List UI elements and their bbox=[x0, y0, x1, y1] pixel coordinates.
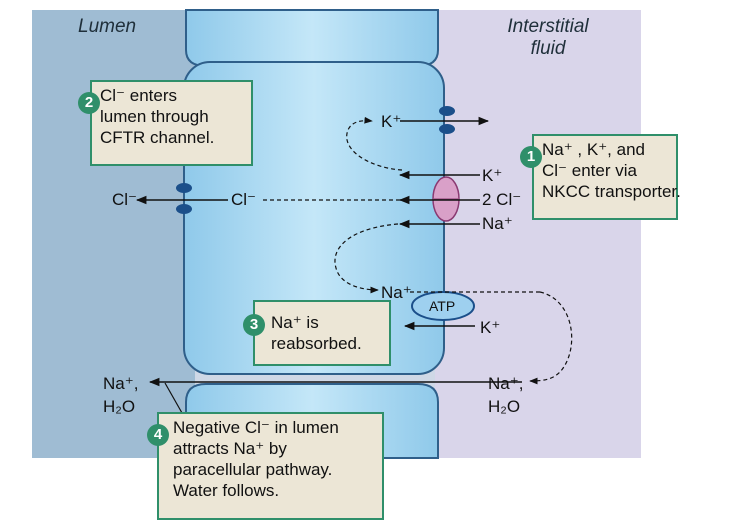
step-1-line-1: Na⁺ , K⁺, and bbox=[542, 140, 645, 159]
step-4-line-1: Negative Cl⁻ in lumen bbox=[173, 418, 339, 437]
step-4-badge: 4 bbox=[147, 424, 169, 446]
step-4-line-3: paracellular pathway. bbox=[173, 460, 333, 479]
k-channel-bottom bbox=[439, 124, 455, 134]
cl-cell-label: Cl⁻ bbox=[231, 190, 257, 209]
lumen-label: Lumen bbox=[78, 16, 137, 37]
na-interstitial-dashed bbox=[529, 291, 573, 385]
step-2-badge: 2 bbox=[78, 92, 100, 114]
step-3-line-1: Na⁺ is bbox=[271, 313, 319, 332]
interstitial-label-line2: fluid bbox=[530, 38, 566, 59]
nkcc-k-label: K⁺ bbox=[482, 166, 503, 185]
step-3-badge: 3 bbox=[243, 314, 265, 336]
k-recycle-arrow bbox=[346, 116, 403, 171]
interstitial-region bbox=[425, 10, 641, 458]
k-pump-label: K⁺ bbox=[480, 318, 501, 337]
interstitial-fluid-label: Interstitial fluid bbox=[488, 16, 608, 60]
callout-step-2: 2 Cl⁻ enters lumen through CFTR channel. bbox=[78, 80, 253, 166]
step-1-line-2: Cl⁻ enter via bbox=[542, 161, 637, 180]
k-channel-top bbox=[439, 106, 455, 116]
paracellular-lumen-h2o-label: H₂O bbox=[103, 397, 136, 416]
step-4-line-4: Water follows. bbox=[173, 481, 280, 500]
atp-label: ATP bbox=[429, 298, 456, 314]
callout-step-1: 1 Na⁺ , K⁺, and Cl⁻ enter via NKCC trans… bbox=[520, 134, 681, 220]
callout-step-4: 4 Negative Cl⁻ in lumen attracts Na⁺ by … bbox=[147, 412, 384, 520]
interstitial-label-line1: Interstitial bbox=[507, 16, 589, 37]
k-label-top: K⁺ bbox=[381, 112, 402, 131]
step-1-line-3: NKCC transporter. bbox=[542, 182, 681, 201]
cftr-channel-bottom bbox=[176, 204, 192, 214]
na-pump-label: Na⁺ bbox=[381, 283, 412, 302]
step-1-badge: 1 bbox=[520, 146, 542, 168]
upper-cell bbox=[185, 9, 439, 67]
na-k-atpase-pump bbox=[411, 291, 475, 321]
cl-lumen-label: Cl⁻ bbox=[112, 190, 138, 209]
paracellular-lumen-na-label: Na⁺, bbox=[103, 374, 139, 393]
callout-step-3: 3 Na⁺ is reabsorbed. bbox=[243, 300, 391, 366]
step-4-line-2: attracts Na⁺ by bbox=[173, 439, 287, 458]
step-2-line-3: CFTR channel. bbox=[100, 128, 215, 147]
paracellular-interstitial-h2o-label: H₂O bbox=[488, 397, 521, 416]
nkcc-cl-label: 2 Cl⁻ bbox=[482, 190, 522, 209]
na-to-pump-dashed bbox=[334, 223, 399, 294]
paracellular-interstitial-na-label: Na⁺, bbox=[488, 374, 524, 393]
cftr-channel-top bbox=[176, 183, 192, 193]
step-2-line-2: lumen through bbox=[100, 107, 209, 126]
nkcc-na-label: Na⁺ bbox=[482, 214, 513, 233]
step-2-line-1: Cl⁻ enters bbox=[100, 86, 177, 105]
step-3-line-2: reabsorbed. bbox=[271, 334, 362, 353]
